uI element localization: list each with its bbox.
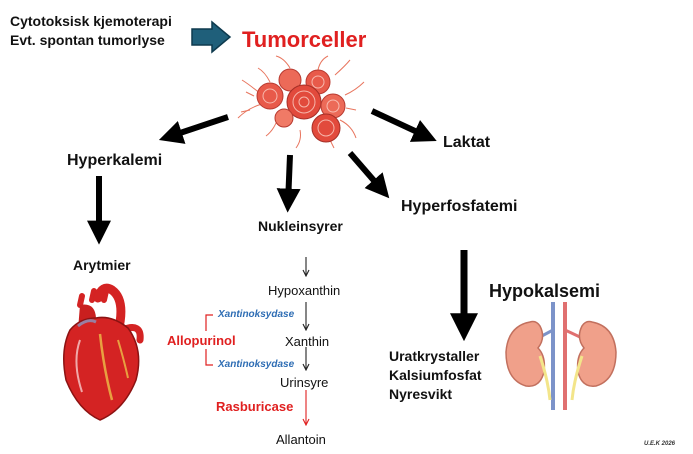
cause-chemotherapy: Cytotoksisk kjemoterapi bbox=[10, 13, 172, 29]
arrow-to-nukleinsyrer bbox=[276, 154, 301, 213]
tumor-cells-picture bbox=[237, 55, 365, 149]
renal-item-uratkrystaller: Uratkrystaller bbox=[389, 348, 480, 364]
label-hyperkalemi: Hyperkalemi bbox=[67, 152, 163, 169]
renal-item-nyresvikt: Nyresvikt bbox=[389, 386, 453, 402]
step-urinsyre: Urinsyre bbox=[280, 375, 329, 390]
drug-allopurinol: Allopurinol bbox=[167, 333, 236, 348]
renal-item-kalsiumfosfat: Kalsiumfosfat bbox=[389, 367, 482, 383]
arrow-to-laktat bbox=[370, 108, 437, 142]
allopurinol-bracket-bottom bbox=[205, 349, 213, 366]
tumor-cells-title: Tumorceller bbox=[242, 27, 367, 52]
enzyme-label-top: Xantinoksydase bbox=[218, 309, 295, 320]
author-signature: U.E.K 2026 bbox=[644, 441, 676, 447]
label-laktat: Laktat bbox=[443, 134, 491, 151]
step-allantoin: Allantoin bbox=[276, 432, 326, 447]
step-hypoxanthin: Hypoxanthin bbox=[268, 283, 341, 298]
kidneys-picture bbox=[505, 302, 617, 410]
step-xanthin: Xanthin bbox=[285, 334, 330, 349]
label-hypokalsemi: Hypokalsemi bbox=[489, 281, 601, 301]
arrow-to-hyperkalemi bbox=[158, 114, 229, 144]
enzyme-label-bottom: Xantinoksydase bbox=[218, 359, 295, 370]
label-nukleinsyrer: Nukleinsyrer bbox=[258, 218, 343, 234]
cause-spontaneous-lysis: Evt. spontan tumorlyse bbox=[10, 32, 165, 48]
drug-rasburicase: Rasburicase bbox=[216, 399, 294, 414]
renal-list: Uratkrystaller Kalsiumfosfat Nyresvikt bbox=[389, 347, 482, 404]
cause-arrow bbox=[191, 20, 232, 54]
label-hyperfosfatemi: Hyperfosfatemi bbox=[401, 198, 518, 215]
heart-picture bbox=[63, 283, 144, 421]
allopurinol-bracket-top bbox=[205, 314, 213, 331]
label-arytmier: Arytmier bbox=[73, 257, 131, 273]
arrow-to-hyperfosfatemi bbox=[347, 151, 390, 199]
